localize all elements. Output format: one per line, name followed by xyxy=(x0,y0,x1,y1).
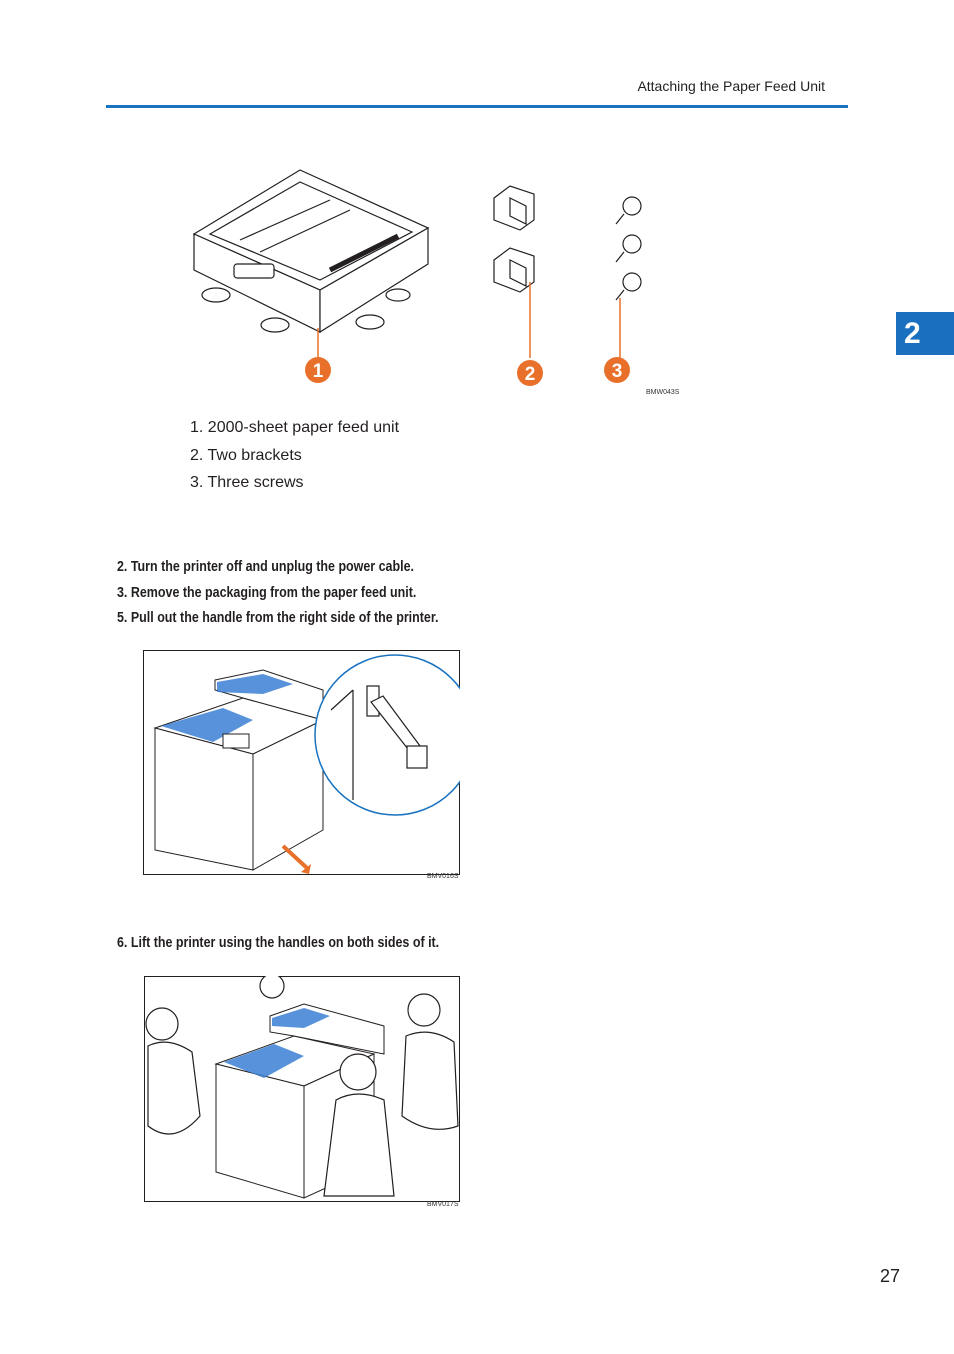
header-rule xyxy=(106,105,848,108)
callout-2: 2 xyxy=(517,360,543,386)
figure-code: BMV016S xyxy=(427,873,459,880)
figure-lift-printer: BMV017S xyxy=(144,976,460,1202)
figure-code: BMV017S xyxy=(427,1201,459,1208)
callout-3: 3 xyxy=(604,357,630,383)
page-number: 27 xyxy=(879,1266,900,1286)
list-item: 1. 2000-sheet paper feed unit xyxy=(190,419,400,436)
paper-feed-unit-illustration xyxy=(192,169,430,334)
list-item: 2. Two brackets xyxy=(190,446,302,464)
screws-illustration xyxy=(615,196,642,301)
figure-pull-out-handle: BMV016S xyxy=(143,650,460,875)
chapter-tab[interactable]: 2 xyxy=(896,312,954,355)
step-text: 3. Remove the packaging from the paper f… xyxy=(117,585,417,601)
step-text: 2. Turn the printer off and unplug the p… xyxy=(117,559,414,575)
svg-text:3: 3 xyxy=(612,361,623,382)
list-item: 3. Three screws xyxy=(190,474,304,491)
callout-1: 1 xyxy=(305,357,331,383)
running-header: Attaching the Paper Feed Unit xyxy=(637,78,825,94)
brackets-illustration xyxy=(493,185,535,293)
svg-text:2: 2 xyxy=(525,364,536,385)
step-text: 6. Lift the printer using the handles on… xyxy=(117,935,440,951)
step-text: 5. Pull out the handle from the right si… xyxy=(117,610,439,626)
svg-text:1: 1 xyxy=(313,361,324,382)
parts-list: 1. 2000-sheet paper feed unit 2. Two bra… xyxy=(190,414,399,497)
figure-paper-feed-unit-parts: 1 2 3 BMW043S xyxy=(192,169,680,396)
figure-code: BMW043S xyxy=(646,389,680,396)
